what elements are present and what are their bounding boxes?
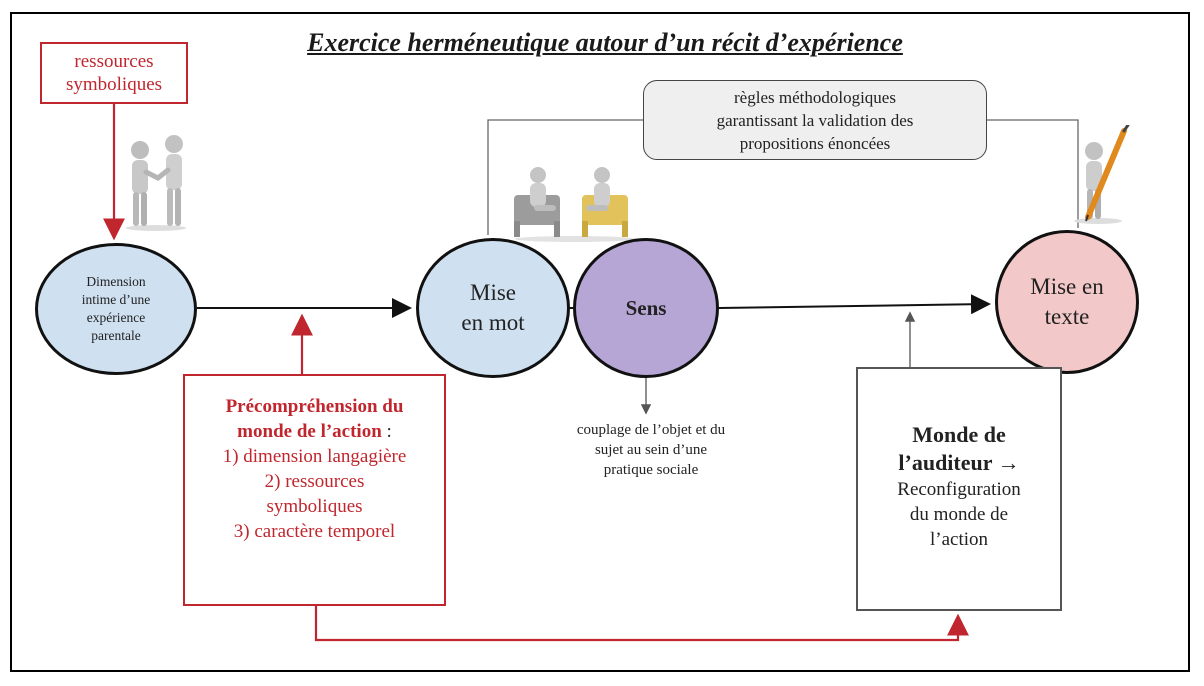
- mise-en-mot-line1: Mise: [470, 280, 516, 305]
- mise-en-texte-line2: texte: [1044, 304, 1090, 329]
- dimension-line4: parentale: [91, 328, 141, 343]
- precomprehension-item-2: 2) ressources: [264, 471, 365, 492]
- dimension-line3: expérience: [86, 310, 146, 325]
- person-writing-pen-icon: [1074, 125, 1130, 224]
- auditeur-sub-line2: du monde de: [909, 504, 1009, 525]
- mise-en-texte-node: Mise en texte: [995, 230, 1139, 374]
- dimension-line2: intime d’une: [81, 292, 151, 307]
- precomprehension-title-line1: Précompréhension du: [225, 396, 404, 417]
- people-conversation-icon: [514, 167, 635, 242]
- mise-en-mot-node: Mise en mot: [416, 238, 570, 378]
- precomprehension-item-3: 3) caractère temporel: [233, 521, 396, 542]
- monde-auditeur-box: Monde de l’auditeur → Reconfiguration du…: [856, 367, 1062, 611]
- people-handshake-icon: [126, 135, 186, 231]
- auditeur-title-line1: Monde de: [912, 422, 1006, 447]
- rules-bracket-line: [487, 119, 643, 235]
- auditeur-title-line2: l’auditeur →: [898, 450, 1020, 475]
- couplage-line3: pratique sociale: [603, 462, 699, 478]
- diagram-title: Exercice herméneutique autour d’un récit…: [307, 28, 903, 57]
- precomprehension-item-2b: symboliques: [266, 496, 363, 517]
- rules-bracket-line-right: [987, 119, 1079, 228]
- mise-en-texte-line1: Mise en: [1030, 274, 1104, 299]
- rules-line2: garantissant la validation des: [716, 111, 914, 130]
- precomprehension-title-text: monde de l’action: [237, 421, 382, 442]
- precomprehension-colon: :: [381, 421, 392, 442]
- precomprehension-title-line2: monde de l’action :: [185, 419, 444, 444]
- sens-label: Sens: [625, 295, 667, 320]
- auditeur-sub-line3: l’action: [929, 529, 989, 550]
- couplage-line2: sujet au sein d’une: [594, 442, 708, 458]
- diagram-frame: [10, 12, 1190, 672]
- couplage-line1: couplage de l’objet et du: [576, 422, 726, 438]
- rules-line1: règles méthodologiques: [734, 88, 896, 107]
- rules-line3: propositions énoncées: [739, 134, 891, 153]
- ressources-line2: symboliques: [65, 74, 163, 95]
- couplage-text: couplage de l’objet et du sujet au sein …: [546, 420, 756, 480]
- arrow-sens-to-texte: [718, 294, 991, 315]
- precomprehension-box: Précompréhension du monde de l’action : …: [183, 374, 446, 606]
- regles-methodologiques-box: règles méthodologiques garantissant la v…: [643, 80, 987, 160]
- arrow-precomprehension-to-auditeur: [314, 606, 969, 642]
- precomprehension-item-1: 1) dimension langagière: [222, 446, 407, 467]
- mise-en-mot-line2: en mot: [461, 310, 525, 335]
- ressources-line1: ressources: [74, 51, 154, 72]
- ressources-symboliques-box: ressources symboliques: [40, 42, 188, 104]
- auditeur-sub-line1: Reconfiguration: [897, 479, 1021, 500]
- sens-node: Sens: [573, 238, 719, 378]
- dimension-intime-node: Dimension intime d’une expérience parent…: [35, 243, 197, 375]
- dimension-line1: Dimension: [86, 274, 146, 289]
